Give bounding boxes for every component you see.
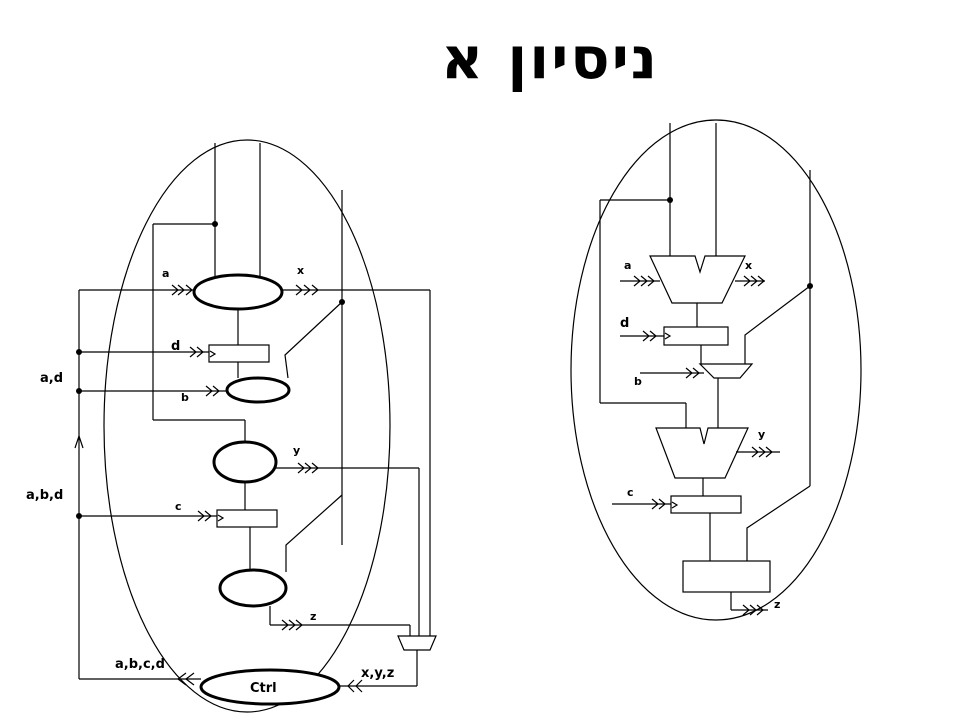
right-output-x-label: x: [745, 259, 752, 272]
functional-unit-1: [192, 273, 284, 311]
right-output-y-label: y: [758, 428, 765, 441]
left-output-y-label: y: [293, 444, 300, 457]
left-output-x-label: x: [297, 264, 304, 277]
functional-unit-2: [225, 376, 291, 404]
right-output-block: [682, 560, 771, 593]
right-input-c-label: c: [627, 486, 634, 499]
functional-unit-4: [218, 568, 288, 608]
right-input-d-label: d: [620, 316, 629, 331]
right-datapath: a x d b y c: [570, 119, 862, 621]
right-mux-b: [698, 363, 754, 379]
controller-unit: [199, 668, 341, 706]
side-label-abd: a,b,d: [26, 488, 63, 503]
side-label-ad: a,d: [40, 371, 63, 386]
output-mux: [397, 635, 437, 651]
left-input-b-label: b: [181, 391, 189, 404]
ctrl-inputs-label: x,y,z: [361, 666, 394, 681]
right-boundary-ellipse: [570, 119, 862, 621]
left-output-z-label: z: [310, 610, 316, 623]
register-c: [216, 509, 278, 528]
alu-1: [649, 255, 746, 304]
left-input-d-label: d: [171, 339, 180, 354]
right-output-z-label: z: [774, 598, 780, 611]
controller-label: Ctrl: [250, 681, 277, 696]
right-register-c: [670, 495, 742, 514]
ctrl-outputs-label: a,b,c,d: [115, 657, 165, 672]
register-d: [208, 344, 270, 363]
functional-unit-3: [212, 440, 278, 484]
left-input-a-label: a: [162, 267, 169, 280]
slide-title: ניסיון א: [440, 24, 660, 92]
right-input-a-label: a: [624, 259, 631, 272]
right-register-d: [663, 326, 729, 346]
left-datapath: a x d b y c: [26, 139, 437, 713]
left-boundary-ellipse: [103, 139, 391, 713]
right-input-b-label: b: [634, 375, 642, 388]
left-input-c-label: c: [175, 500, 182, 513]
alu-2: [655, 427, 749, 479]
